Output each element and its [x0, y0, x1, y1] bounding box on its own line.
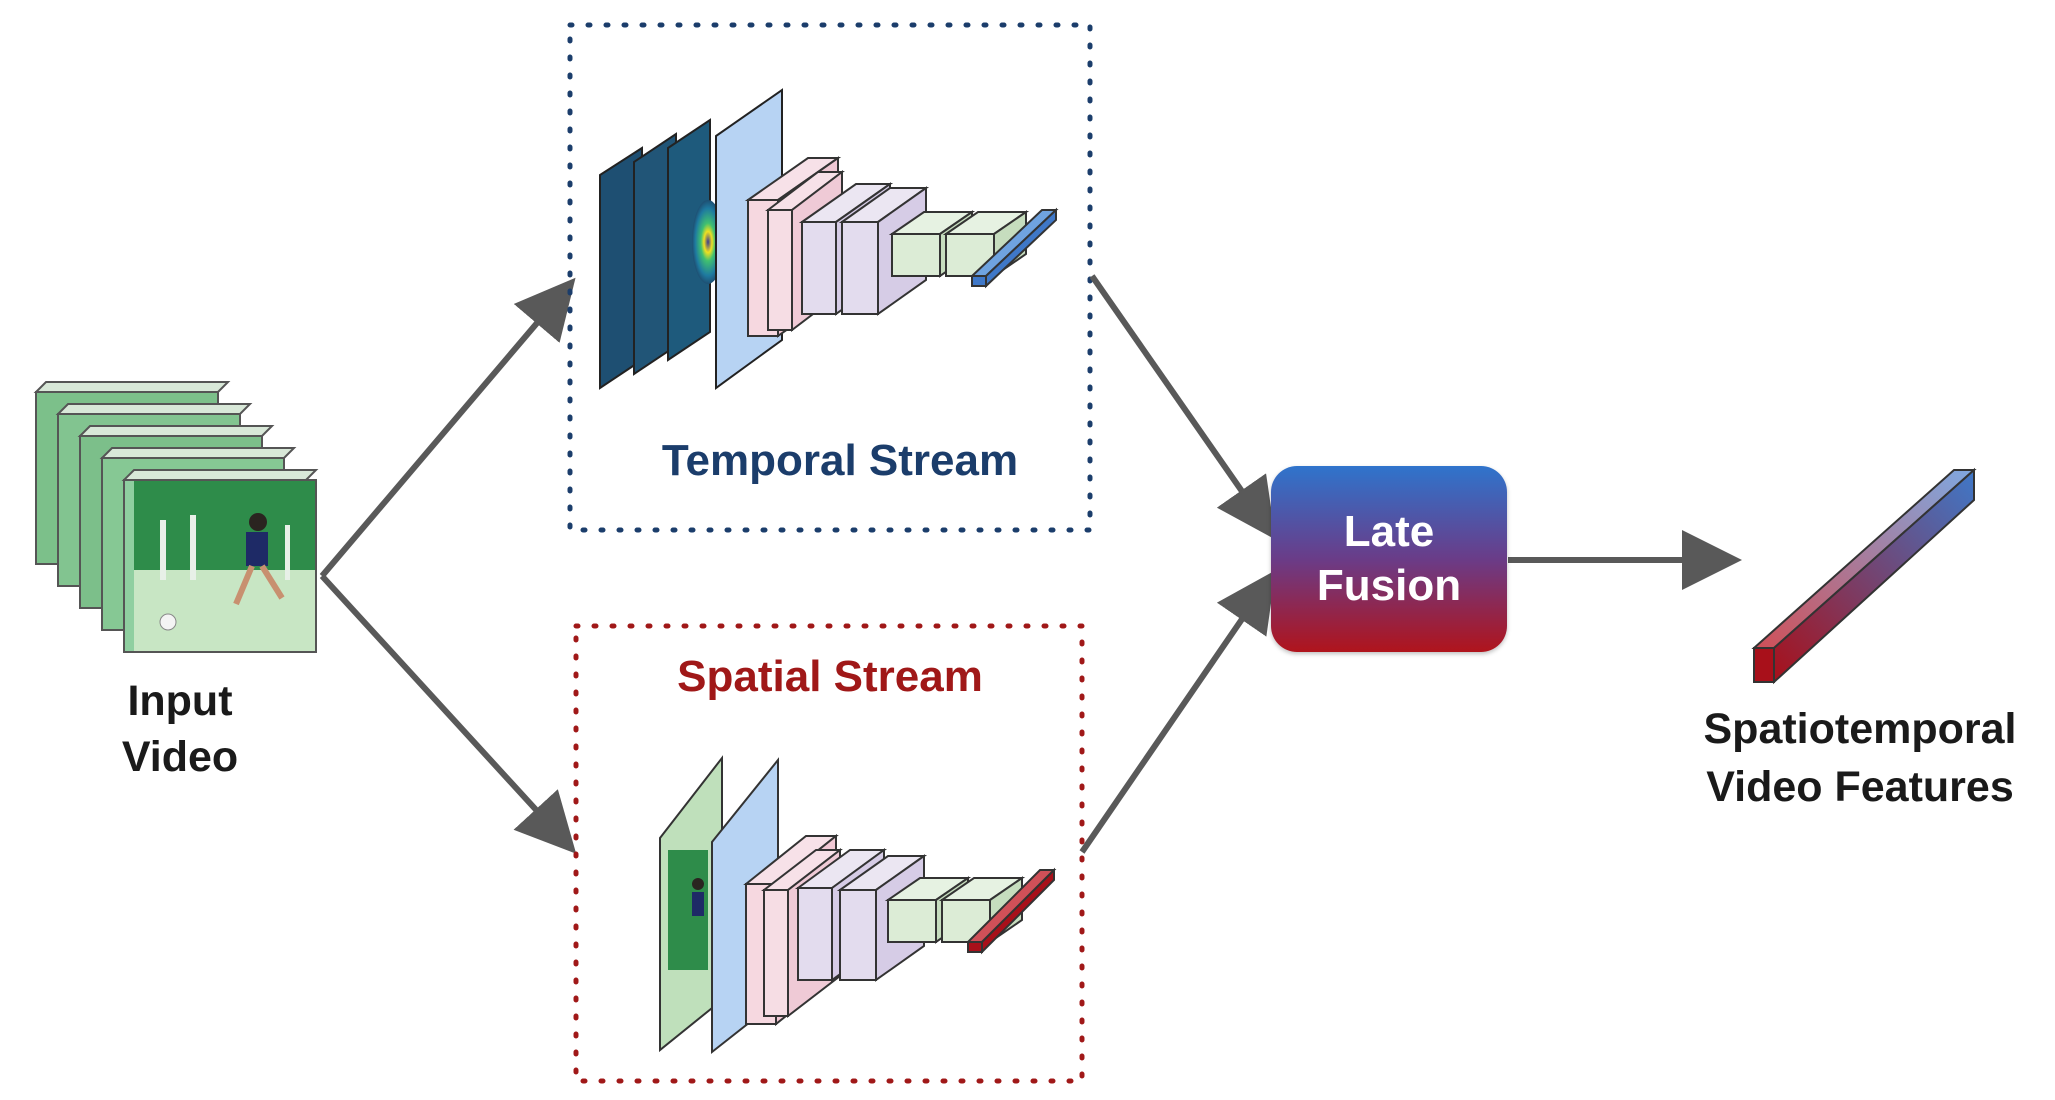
temporal-cnn	[599, 88, 1059, 390]
arrow-spatial-to-fusion	[1079, 570, 1276, 854]
input-frame-scene	[123, 479, 317, 653]
fusion-label-line2: Fusion	[1316, 561, 1462, 610]
arrow-temporal-to-fusion	[1089, 274, 1276, 540]
input-label-line2: Video	[121, 733, 239, 781]
output-features-label: Spatiotemporal Video Features	[1660, 700, 2055, 816]
output-label-line2: Video Features	[1706, 763, 2014, 811]
fusion-label-line1: Late	[1343, 507, 1435, 556]
spatial-cnn	[659, 755, 1057, 1055]
spatial-stream-box	[573, 623, 1085, 1084]
spatial-stream-label: Spatial Stream	[677, 652, 983, 701]
late-fusion-box: Late Fusion	[1271, 466, 1507, 652]
output-label-line1: Spatiotemporal	[1703, 705, 2017, 753]
arrow-input-to-spatial	[319, 573, 577, 854]
input-video-label: Input Video	[80, 673, 280, 785]
input-label-line1: Input	[127, 677, 233, 725]
arrow-input-to-temporal	[319, 277, 576, 578]
temporal-stream-label: Temporal Stream	[661, 436, 1019, 485]
input-video-frames	[33, 381, 319, 653]
output-feature-bar	[1751, 467, 1977, 685]
